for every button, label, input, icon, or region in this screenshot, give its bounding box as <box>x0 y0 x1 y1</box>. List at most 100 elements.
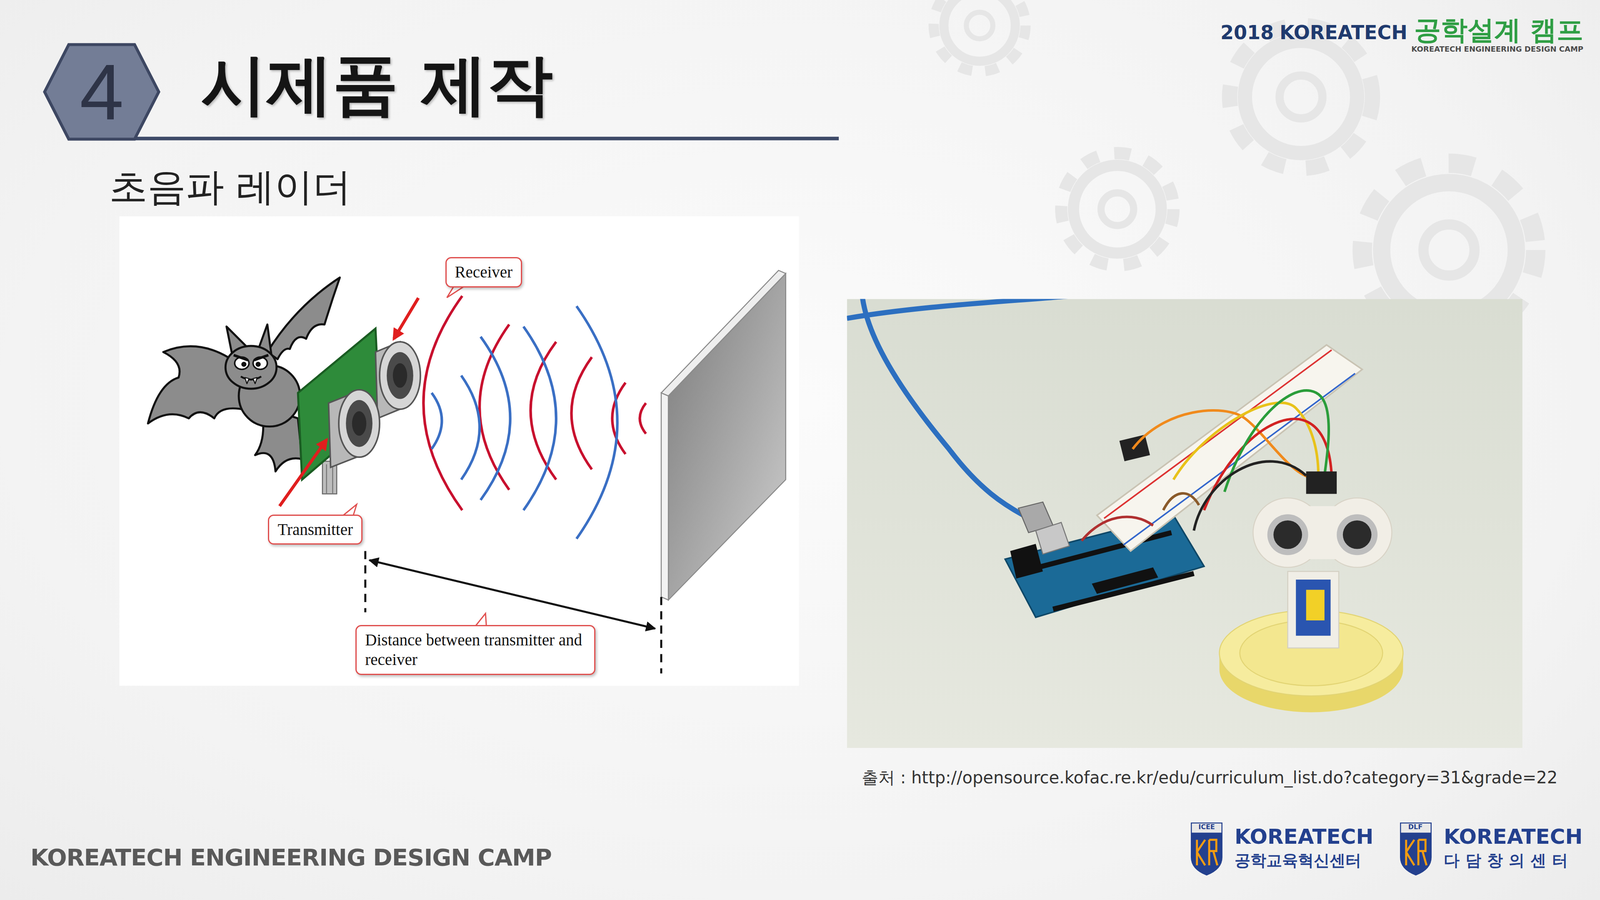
prototype-photo <box>847 299 1523 749</box>
source-caption: 출처 : http://opensource.kofac.re.kr/edu/c… <box>861 767 1558 788</box>
title-underline <box>132 136 839 141</box>
section-number-hexagon: 4 <box>42 42 161 141</box>
gear-watermark <box>1381 182 1517 318</box>
prototype-photo <box>1273 520 1303 550</box>
leader-arrow <box>279 440 327 507</box>
gear-watermark <box>1100 192 1134 226</box>
prototype-photo <box>1035 522 1070 555</box>
wall <box>661 270 786 396</box>
gear-watermark <box>1073 165 1162 254</box>
callout-box: Distance between transmitter and receive… <box>355 625 596 675</box>
leader-arrow <box>393 297 419 339</box>
gear-watermark <box>1245 40 1358 153</box>
prototype-photo <box>1204 418 1332 510</box>
emitted-wave <box>576 306 618 539</box>
header-subrow: KOREATECH ENGINEERING DESIGN CAMP <box>1411 45 1584 54</box>
bat-figure <box>245 377 258 384</box>
illustration-ground <box>119 216 800 686</box>
prototype-photo <box>847 299 1072 319</box>
logo-center-name: 다담창의센터 <box>1443 851 1574 870</box>
ultrasonic-sensor <box>297 328 380 480</box>
logo-shield <box>1190 822 1432 876</box>
callout-box: Transmitter <box>267 514 363 545</box>
slide-title: 시제품 제작 <box>200 48 553 121</box>
node-text: Receiver <box>455 262 513 283</box>
bat-figure <box>267 277 340 360</box>
callout-tail <box>447 286 464 298</box>
ultrasonic-sensor <box>392 363 408 388</box>
ultrasonic-sensor <box>332 464 333 494</box>
bat-figure <box>241 361 247 367</box>
ultrasonic-sensor <box>379 341 421 410</box>
ultrasonic-sensor <box>386 352 414 400</box>
ultrasonic-sensor <box>338 390 380 458</box>
callout-tail <box>343 504 357 516</box>
prototype-photo <box>1295 579 1331 636</box>
dimension-line <box>660 597 663 674</box>
emitted-wave <box>431 392 442 450</box>
header-brand: KOREATECH <box>1279 21 1408 44</box>
prototype-photo <box>1287 571 1339 648</box>
emitted-wave <box>431 306 618 539</box>
callout-tail <box>475 613 487 626</box>
gear-watermark <box>1423 224 1475 276</box>
gear-watermark <box>966 12 993 39</box>
header-row: 2018KOREATECH 공학설계 캠프 <box>1220 15 1584 46</box>
reflected-wave <box>423 295 463 510</box>
ultrasonic-sensor <box>325 464 327 494</box>
prototype-photo <box>847 299 1523 749</box>
wall <box>661 392 669 600</box>
node-text: Distance between transmitter and receive… <box>365 630 586 670</box>
logo-shield <box>1406 840 1427 866</box>
reflected-wave <box>640 402 647 434</box>
logo-brand: KOREATECH <box>1234 825 1374 850</box>
wall <box>661 270 786 600</box>
prototype-photo <box>1081 517 1153 541</box>
prototype-photo <box>1091 567 1158 595</box>
prototype-photo <box>1010 543 1043 579</box>
ultrasonic-sensor <box>352 411 367 436</box>
emitted-wave <box>480 336 510 500</box>
logo-shield <box>1400 823 1431 833</box>
reflected-wave <box>423 295 646 510</box>
logo-shield <box>1190 822 1223 876</box>
header-year: 2018 <box>1220 21 1274 44</box>
section-subtitle: 초음파 레이더 <box>109 165 352 210</box>
gear-watermark <box>933 0 1026 72</box>
hexagon-shape <box>44 44 159 140</box>
prototype-photo <box>1104 350 1332 519</box>
shield-label: ICEE <box>1198 823 1215 831</box>
wall <box>668 273 786 600</box>
leader-arrow <box>279 297 419 507</box>
reflected-wave <box>479 324 510 490</box>
emitted-wave <box>461 375 480 480</box>
logo-brand: KOREATECH <box>1443 825 1583 850</box>
reflected-wave <box>571 357 592 470</box>
prototype-photo <box>1005 515 1205 618</box>
header-camp-name: 공학설계 캠프 <box>1414 15 1584 46</box>
bat-figure <box>225 345 277 389</box>
prototype-photo <box>1306 590 1325 621</box>
node-text: 4 <box>79 52 124 132</box>
prototype-photo <box>1336 514 1378 555</box>
gear-watermark <box>1061 152 1174 265</box>
prototype-photo <box>1306 471 1337 494</box>
gear-watermark <box>1279 75 1323 119</box>
logo-shield <box>1400 822 1432 876</box>
prototype-photo <box>1163 493 1200 510</box>
sound-waves <box>423 295 646 539</box>
dimension-line <box>364 550 367 613</box>
logo-shield <box>1191 823 1222 833</box>
callout-box: Receiver <box>445 257 523 288</box>
logo-shield <box>1197 840 1218 866</box>
ultrasonic-sensor <box>345 400 373 448</box>
shield-label: DLF <box>1408 823 1423 831</box>
gear-watermark <box>943 0 1015 62</box>
node-text: Transmitter <box>277 520 353 540</box>
prototype-photo <box>1342 520 1372 550</box>
emitted-wave <box>523 326 556 511</box>
header-subtitle: KOREATECH ENGINEERING DESIGN CAMP <box>1411 45 1584 54</box>
